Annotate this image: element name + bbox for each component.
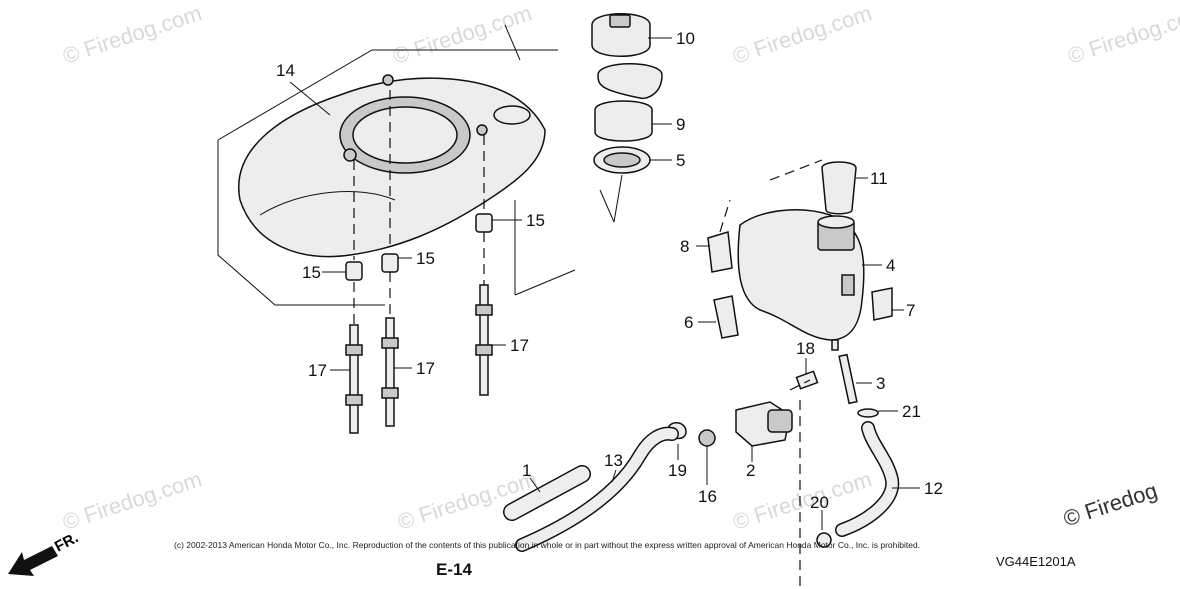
callout-17a: 17: [510, 336, 529, 355]
callout-2: 2: [746, 461, 755, 480]
front-direction-arrow: FR.: [8, 522, 88, 583]
front-direction-label: FR.: [52, 529, 81, 555]
callout-14: 14: [276, 61, 295, 80]
arrow-icon: FR.: [8, 529, 81, 576]
callout-15c: 15: [302, 263, 321, 282]
callout-9: 9: [676, 115, 685, 134]
fuel-strainer: [769, 159, 857, 215]
callout-15b: 15: [416, 249, 435, 268]
fuel-tubes: [503, 400, 900, 589]
page-code: E-14: [436, 560, 472, 579]
callout-19: 19: [668, 461, 687, 480]
callout-12: 12: [924, 479, 943, 498]
callout-15a: 15: [526, 211, 545, 230]
callout-8: 8: [680, 237, 689, 256]
callout-7: 7: [906, 301, 915, 320]
fuel-tank: [737, 209, 865, 351]
callout-20: 20: [810, 493, 829, 512]
alignment-lines: [353, 90, 485, 325]
tank-mounting-parts: [707, 199, 893, 339]
leader-lines: [289, 37, 920, 530]
fuel-cap-assembly: [591, 13, 663, 223]
callout-10: 10: [676, 29, 695, 48]
callout-17b: 17: [416, 359, 435, 378]
callout-4: 4: [886, 256, 895, 275]
callout-16: 16: [698, 487, 717, 506]
callout-18: 18: [796, 339, 815, 358]
callout-21: 21: [902, 402, 921, 421]
grommets: [345, 213, 493, 281]
image-code: VG44E1201A: [996, 554, 1076, 569]
callout-6: 6: [684, 313, 693, 332]
callout-5: 5: [676, 151, 685, 170]
callout-3: 3: [876, 374, 885, 393]
callout-1: 1: [522, 461, 531, 480]
cover-assembly-outline: [217, 24, 576, 306]
drain-bolt-and-o-ring: [838, 353, 879, 418]
callout-17c: 17: [308, 361, 327, 380]
fuel-tank-cover: [238, 74, 546, 258]
fuel-valve: [735, 370, 819, 447]
callout-11: 11: [870, 169, 888, 188]
callout-labels: 14 10 9 5 11 15 15 15 8 4 7 6 17 17 17 1…: [276, 29, 943, 512]
studs: [345, 284, 493, 434]
copyright-notice: (c) 2002-2013 American Honda Motor Co., …: [174, 540, 921, 550]
callout-13: 13: [604, 451, 623, 470]
